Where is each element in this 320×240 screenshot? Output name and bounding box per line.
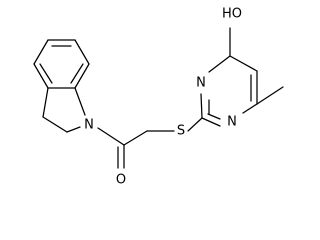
bond-benzene-6 [33, 39, 49, 65]
bond-pyr-n1-c2-inner [207, 113, 221, 120]
bond-benzene-5 [33, 63, 49, 89]
bond-benzene-double-3 [39, 63, 53, 84]
chemical-structure: HO N N S O N [33, 7, 284, 188]
indoline-n-label: N [84, 118, 94, 133]
bond-pyr-n1-c2 [201, 117, 221, 127]
bond-pyr-n3-c4 [208, 55, 231, 73]
bond-ring5-4 [66, 126, 81, 133]
pyrimidine-n-lower-label: N [227, 115, 237, 130]
bond-benzene-2 [74, 39, 90, 65]
pyrimidine-bonds [200, 27, 284, 127]
bond-s-pyrimidine [187, 117, 203, 132]
bond-benzene-3 [74, 63, 90, 89]
bond-pyr-c6-n1 [242, 103, 258, 114]
carbonyl-o-label: O [116, 173, 126, 188]
bond-benzene-double-2 [70, 63, 84, 84]
bond-n-carbonyl [97, 127, 125, 146]
hydroxyl-label: HO [222, 7, 242, 22]
bond-ring5-1 [42, 87, 49, 118]
indoline-bonds [33, 39, 90, 133]
pyrimidine-n-upper-label: N [196, 76, 206, 91]
bond-ring5-3 [74, 87, 86, 116]
linker-bonds [97, 117, 203, 169]
thioether-s-label: S [177, 124, 185, 139]
atom-labels: HO N N S O N [84, 7, 242, 188]
bond-c6-methyl [256, 86, 284, 105]
bond-carbonyl-ch2 [123, 130, 148, 146]
bond-pyr-c4-c5 [229, 55, 258, 72]
bond-ring5-2 [42, 116, 68, 133]
bond-pyr-c2-n3 [200, 93, 203, 119]
